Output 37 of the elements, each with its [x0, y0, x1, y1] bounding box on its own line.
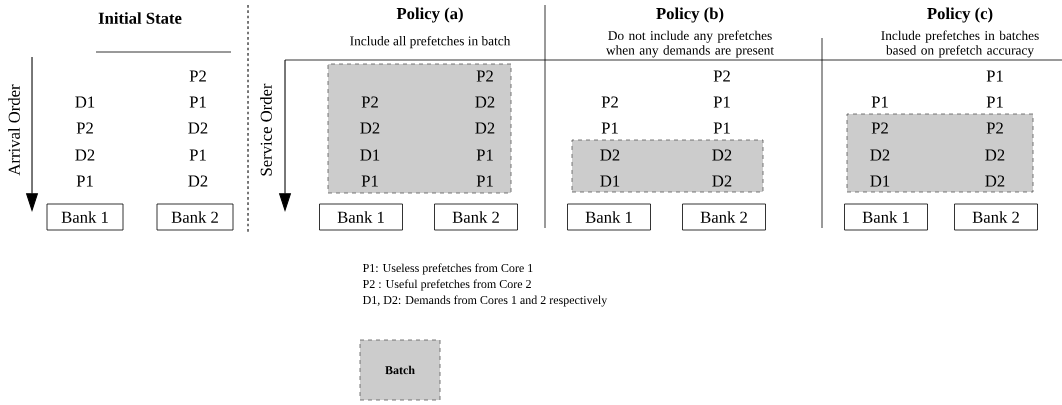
batch-box: P2 P2 D2 D2 D1 D2 — [846, 113, 1034, 193]
axis-label: Service Order — [260, 83, 272, 176]
queue-entry: P2 — [76, 122, 93, 134]
queue-entry: P1 — [986, 70, 1003, 82]
queue-entry: P2 — [601, 96, 618, 108]
queue-entry: P2 — [189, 70, 206, 82]
policy-description: Include prefetches in batches based on prefetch accuracy — [881, 30, 1039, 58]
column-heading: Initial State — [98, 12, 182, 24]
bank-box: Bank 2 — [156, 203, 234, 231]
legend-text: P1: Useless prefetches from Core 1 — [362, 263, 533, 275]
queue-entry: P1 — [76, 175, 93, 187]
batch-box: P2 P2 D2 D2 D2 D1 P1 P1 P1 — [327, 63, 512, 194]
bank-box: Bank 2 — [434, 203, 518, 231]
queue-entry: D1 — [75, 96, 95, 108]
bank-box: Bank 1 — [567, 203, 651, 231]
queue-entry: D2 — [188, 122, 208, 134]
legend-text: D1, D2: Demands from Cores 1 and 2 respectively — [362, 295, 608, 307]
bank-box: Bank 1 — [319, 203, 403, 231]
axis-label: Arrival Order — [8, 84, 20, 176]
queue-entry: D2 — [75, 149, 95, 161]
queue-entry: P2 — [713, 70, 730, 82]
policy-description: Include all prefetches in batch — [350, 35, 511, 49]
batch-box: D2 D2 D1 D2 — [571, 139, 764, 193]
column-heading: Policy (b) — [656, 7, 724, 23]
bank-box: Bank 2 — [682, 203, 766, 231]
bank-box: Bank 1 — [46, 203, 124, 231]
batch-box: Batch — [359, 339, 441, 401]
bank-box: Bank 2 — [954, 203, 1038, 231]
queue-entry: P1 — [189, 96, 206, 108]
policy-description: Do not include any prefetches when any demands are present — [606, 30, 774, 58]
column-heading: Policy (a) — [396, 7, 463, 23]
queue-entry: P1 — [189, 149, 206, 161]
column-heading: Policy (c) — [927, 7, 993, 23]
legend-text: P2 : Useful prefetches from Core 2 — [362, 279, 531, 291]
queue-entry: P1 — [713, 96, 730, 108]
bank-box: Bank 1 — [844, 203, 928, 231]
queue-entry: D2 — [188, 175, 208, 187]
